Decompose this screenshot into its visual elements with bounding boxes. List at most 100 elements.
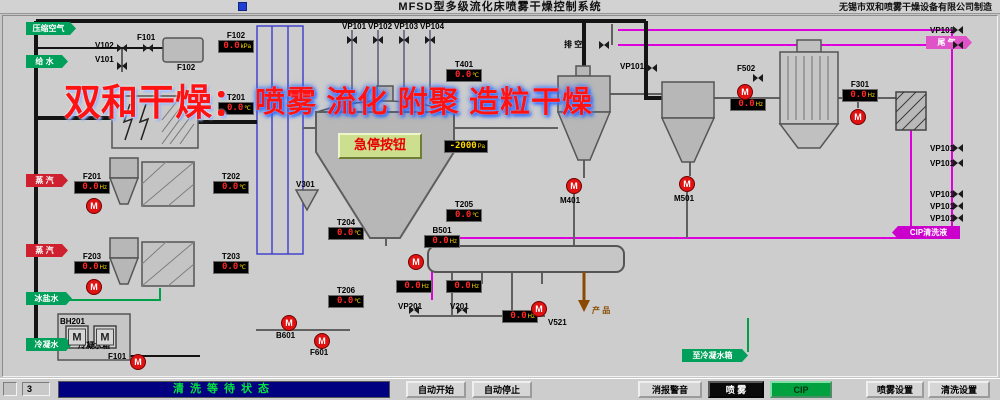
valve-icon[interactable] [953, 214, 963, 222]
display-unit: ℃ [244, 105, 251, 112]
display-tag-label: F201 [82, 172, 102, 181]
equipment-label: V102 [95, 41, 114, 50]
pump-icon[interactable]: M [850, 109, 866, 125]
display-tag-label: F301 [850, 80, 870, 89]
display-tag-label: T401 [454, 60, 474, 69]
display-value: 0.0 [221, 262, 239, 272]
display-value: 0.0 [454, 210, 472, 220]
valve-icon[interactable] [953, 159, 963, 167]
display-value: 0.0 [221, 182, 239, 192]
flow-tag: 压缩空气 [26, 22, 76, 35]
equipment-label: F101 [108, 352, 127, 361]
cip-pipes [431, 29, 953, 300]
flow-tag: 冷凝水 [26, 338, 72, 351]
valve-icon[interactable] [399, 36, 409, 44]
equipment-label: V101 [95, 55, 114, 64]
valve-icon[interactable] [347, 36, 357, 44]
display-tag-label: T202 [221, 172, 241, 181]
auto-stop-button[interactable]: 自动停止 [472, 381, 532, 398]
valve-icon[interactable] [599, 41, 609, 49]
valve-icon[interactable] [753, 74, 763, 82]
valve-icon[interactable] [953, 190, 963, 198]
valve-icon[interactable] [373, 36, 383, 44]
clean-settings-button[interactable]: 清洗设置 [928, 381, 990, 398]
valve-icon[interactable] [425, 36, 435, 44]
display-tag-label: T204 [336, 218, 356, 227]
flow-tag: CIP清洗液 [892, 226, 960, 239]
motor-icon[interactable]: M [96, 328, 114, 346]
motor-icon[interactable]: M [68, 328, 86, 346]
display-unit: ℃ [472, 72, 479, 79]
pump-icon[interactable]: M [737, 84, 753, 100]
flow-tag: 至冷凝水箱 [682, 349, 748, 362]
display-value: 0.0 [226, 103, 244, 113]
equipment-label: B601 [276, 331, 296, 340]
valve-icon[interactable] [647, 64, 657, 72]
display-value: 0.0 [432, 236, 449, 246]
display-value: 0.0 [850, 90, 867, 100]
pump-icon[interactable]: M [130, 354, 146, 370]
cip-button[interactable]: CIP [770, 381, 832, 398]
equipment-label: M401 [560, 196, 581, 205]
equipment-label: F101 [137, 33, 156, 42]
emergency-stop-button[interactable]: 急停按钮 [338, 133, 422, 159]
spray-button[interactable]: 喷 雾 [708, 381, 764, 398]
auto-start-button[interactable]: 自动开始 [406, 381, 466, 398]
pump-icon[interactable]: M [281, 315, 297, 331]
coolant-pipes [68, 288, 749, 352]
valve-icon[interactable] [117, 44, 127, 52]
display-unit: ℃ [354, 230, 361, 237]
display-tag-label: F203 [82, 252, 102, 261]
pump-icon[interactable]: M [566, 178, 582, 194]
valve-icon[interactable] [953, 41, 963, 49]
display-value: 0.0 [510, 311, 527, 321]
spray-settings-button[interactable]: 喷雾设置 [866, 381, 924, 398]
display-unit: Hz [99, 264, 107, 271]
valve-icon[interactable] [953, 26, 963, 34]
display-unit: Hz [449, 238, 457, 245]
counter-box: 3 [22, 382, 50, 396]
equipment-label: VP101 [620, 62, 645, 71]
equipment-label: 产 品 [592, 306, 611, 315]
display-tag-label: T205 [454, 200, 474, 209]
valve-icon[interactable] [143, 44, 153, 52]
title-bar: MFSD型多级流化床喷雾干燥控制系统 无锡市双和喷雾干燥设备有限公司制造 [0, 0, 1000, 14]
bottom-bar: 3 清洗等待状态 自动开始 自动停止 消报警音 喷 雾 CIP 喷雾设置 清洗设… [0, 378, 1000, 400]
valve-icon[interactable] [457, 306, 467, 314]
equipment-label: 排 空 [564, 40, 583, 49]
equipment-label: VP103 [394, 22, 419, 31]
mute-alarm-button[interactable]: 消报警音 [638, 381, 702, 398]
pump-icon[interactable]: M [408, 254, 424, 270]
display-value-box: 0.0℃ [328, 227, 364, 240]
pump-icon[interactable]: M [531, 301, 547, 317]
display-value-box: 0.0℃ [218, 102, 254, 115]
valve-icon[interactable] [409, 306, 419, 314]
valve-icon[interactable] [117, 62, 127, 70]
equipment-label: F601 [310, 348, 329, 357]
pump-icon[interactable]: M [86, 279, 102, 295]
pump-icon[interactable]: M [314, 333, 330, 349]
equipment-label: BH201 [60, 317, 85, 326]
valve-icon[interactable] [953, 144, 963, 152]
valve-icon[interactable] [953, 202, 963, 210]
equipment-label: V301 [296, 180, 315, 189]
display-value-box: 0.0℃ [213, 181, 249, 194]
display-tag-label: T203 [221, 252, 241, 261]
equipment-label: VP102 [368, 22, 393, 31]
display-value: 0.0 [738, 99, 755, 109]
pump-icon[interactable]: M [679, 176, 695, 192]
pump-icon[interactable]: M [86, 198, 102, 214]
